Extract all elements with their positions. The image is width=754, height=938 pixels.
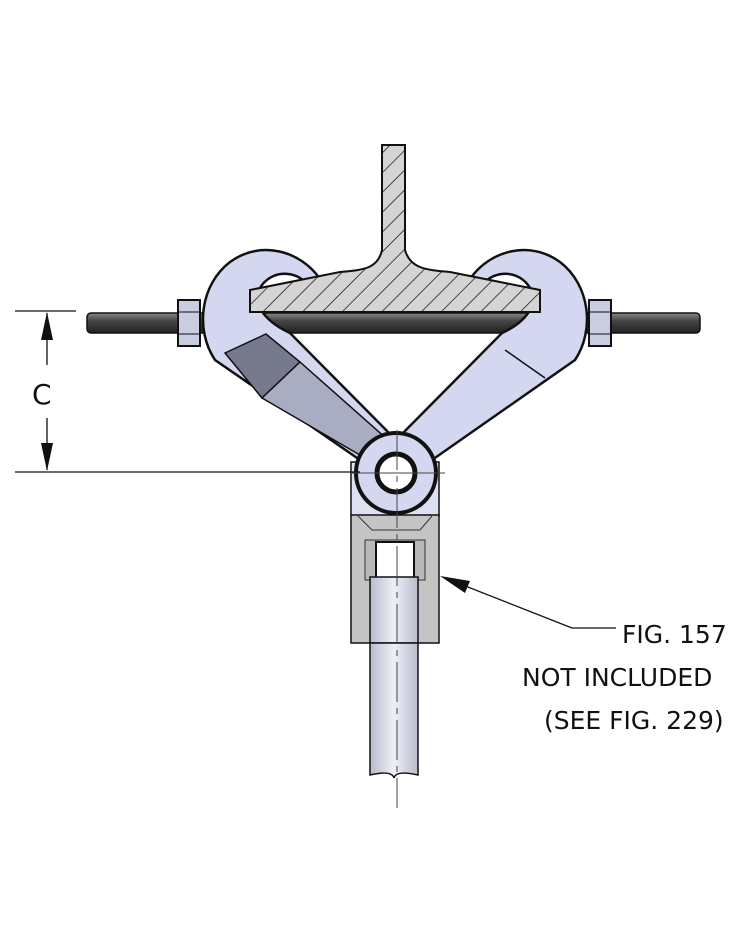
callout-line-2: NOT INCLUDED	[522, 663, 712, 692]
hanger-rod	[369, 642, 419, 779]
leader-arrow	[440, 576, 616, 629]
left-nut	[177, 299, 201, 347]
beam-section	[249, 144, 541, 313]
dimension-c	[15, 310, 360, 473]
callout-line-1: FIG. 157	[622, 620, 727, 649]
fig-157-part	[350, 514, 440, 644]
right-nut	[588, 299, 612, 347]
callout-line-3: (SEE FIG. 229)	[544, 706, 724, 735]
dimension-label: C	[32, 378, 52, 411]
